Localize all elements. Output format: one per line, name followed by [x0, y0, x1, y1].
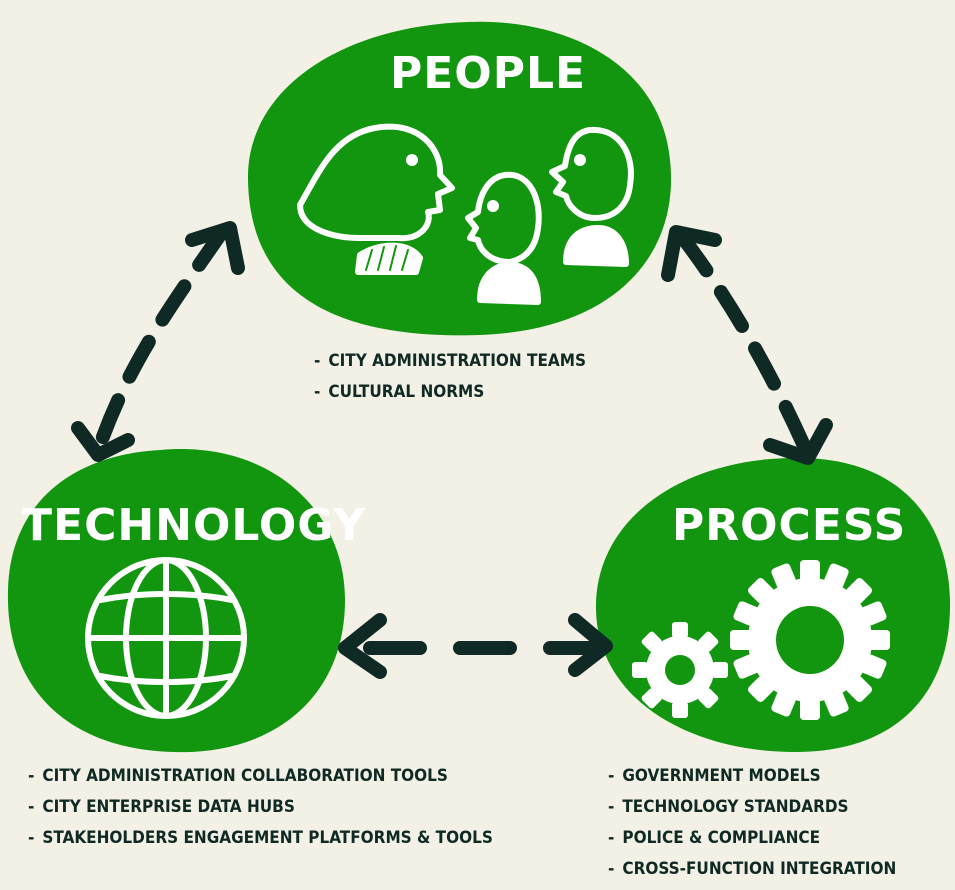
- globe-icon: [85, 557, 247, 719]
- gears-icon: [632, 560, 890, 720]
- list-item: -CROSS-FUNCTION INTEGRATION: [608, 859, 897, 879]
- technology-title: TECHNOLOGY: [22, 500, 367, 551]
- arrow-people-technology: [71, 221, 245, 462]
- list-item: -CITY ENTERPRISE DATA HUBS: [28, 797, 295, 817]
- technology-node: [7, 449, 345, 753]
- arrow-technology-process: [338, 613, 613, 679]
- process-title: PROCESS: [672, 500, 907, 551]
- list-item: -TECHNOLOGY STANDARDS: [608, 797, 849, 817]
- list-item: -POLICE & COMPLIANCE: [608, 828, 821, 848]
- people-list: -CITY ADMINISTRATION TEAMS -CULTURAL NOR…: [314, 346, 586, 408]
- people-icon: [297, 123, 634, 305]
- list-item: -CITY ADMINISTRATION COLLABORATION TOOLS: [28, 766, 448, 786]
- list-item: -CITY ADMINISTRATION TEAMS: [314, 351, 586, 371]
- list-item: -GOVERNMENT MODELS: [608, 766, 821, 786]
- people-title: PEOPLE: [390, 48, 587, 99]
- technology-list: -CITY ADMINISTRATION COLLABORATION TOOLS…: [28, 761, 493, 854]
- list-item: -STAKEHOLDERS ENGAGEMENT PLATFORMS & TOO…: [28, 828, 493, 848]
- list-item: -CULTURAL NORMS: [314, 382, 485, 402]
- arrow-people-process: [661, 225, 833, 465]
- process-list: -GOVERNMENT MODELS -TECHNOLOGY STANDARDS…: [608, 761, 896, 885]
